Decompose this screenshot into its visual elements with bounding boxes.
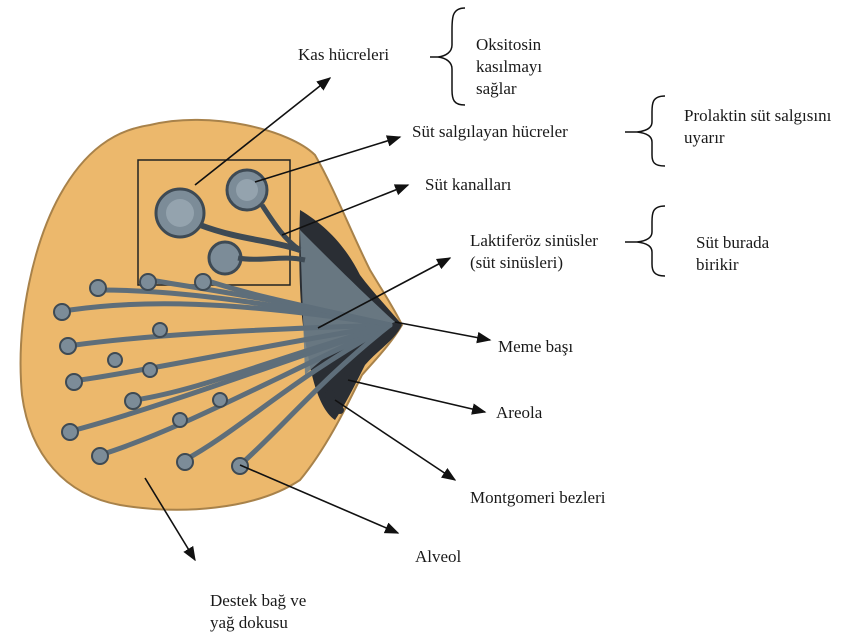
- brace-oksitosin: [438, 8, 465, 105]
- brace-prolaktin: [637, 96, 665, 166]
- arrow-meme-basi: [395, 322, 490, 340]
- label-laktiferoz-1: Laktiferöz sinüsler: [470, 230, 598, 251]
- label-sut-salgilayan: Süt salgılayan hücreler: [412, 121, 568, 142]
- note-oksitosin-line3: sağlar: [476, 78, 542, 100]
- label-sut-kanallari: Süt kanalları: [425, 174, 511, 195]
- label-meme-basi: Meme başı: [498, 336, 573, 357]
- label-laktiferoz-2: (süt sinüsleri): [470, 252, 563, 273]
- label-areola: Areola: [496, 402, 542, 423]
- note-prolaktin: Prolaktin süt salgısını uyarır: [684, 105, 831, 149]
- label-destek-1: Destek bağ ve: [210, 590, 306, 611]
- note-burada-line1: Süt burada: [696, 232, 769, 254]
- arrow-montgomeri: [335, 400, 455, 480]
- note-burada-line2: birikir: [696, 254, 769, 276]
- arrow-areola: [348, 380, 485, 412]
- arrow-alveol: [240, 465, 398, 533]
- note-oksitosin-line1: Oksitosin: [476, 34, 542, 56]
- note-oksitosin-line2: kasılmayı: [476, 56, 542, 78]
- note-prolaktin-line1: Prolaktin süt salgısını: [684, 105, 831, 127]
- note-oksitosin: Oksitosin kasılmayı sağlar: [476, 34, 542, 100]
- label-kas-hucreleri: Kas hücreleri: [298, 44, 389, 65]
- label-destek-2: yağ dokusu: [210, 612, 288, 633]
- brace-burada: [637, 206, 665, 276]
- note-prolaktin-line2: uyarır: [684, 127, 831, 149]
- label-montgomeri: Montgomeri bezleri: [470, 487, 606, 508]
- label-alveol: Alveol: [415, 546, 461, 567]
- note-burada: Süt burada birikir: [696, 232, 769, 276]
